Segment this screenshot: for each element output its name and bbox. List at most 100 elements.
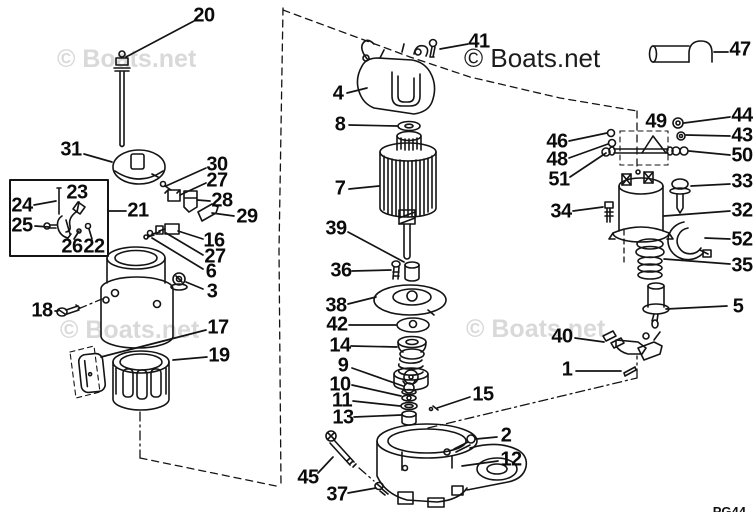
leader-line-3 (185, 281, 204, 290)
brush-kit-inset-box-21 (9, 179, 109, 257)
leader-line-10 (351, 384, 402, 397)
callout-12-33: 12 (500, 448, 522, 471)
solenoid-part-32 (608, 169, 674, 243)
leader-line-29 (211, 212, 235, 217)
plunger-cap-part-33 (669, 178, 691, 214)
callout-37-35: 37 (326, 483, 348, 506)
leader-line-39 (347, 231, 405, 263)
callout-38-24: 38 (325, 294, 347, 317)
leader-line-41 (439, 43, 469, 50)
disc-part-38 (373, 284, 447, 316)
callout-19-18: 19 (208, 344, 230, 367)
screw-part-37 (374, 481, 389, 496)
callout-33-45: 33 (731, 170, 753, 193)
callout-4-19: 4 (332, 82, 344, 105)
callout-27-9: 27 (206, 169, 228, 192)
nut-part-3 (170, 272, 188, 291)
leader-lines (33, 20, 731, 494)
callout-41-36: 41 (468, 30, 490, 53)
leader-line-31 (83, 153, 113, 163)
callout-22-6: 22 (83, 235, 105, 258)
motor-housing-drawing (100, 246, 174, 349)
callout-16-12: 16 (203, 229, 225, 252)
leader-line-34 (572, 206, 604, 212)
callout-6-14: 6 (205, 260, 217, 283)
callout-26-5: 26 (61, 235, 83, 258)
leader-line-22 (88, 228, 93, 240)
callout-36-23: 36 (330, 259, 352, 282)
callout-35-49: 35 (731, 254, 753, 277)
callout-50-40: 50 (731, 144, 753, 167)
callout-30-8: 30 (206, 153, 228, 176)
leader-line-8 (348, 124, 398, 127)
pad-part-17 (77, 352, 107, 394)
leader-line-43 (685, 134, 731, 137)
leader-line-5 (665, 305, 728, 310)
callout-32-47: 32 (731, 199, 753, 222)
leader-line-24 (33, 200, 57, 206)
callout-51-44: 51 (548, 168, 570, 191)
stud-part-20 (113, 50, 131, 148)
pinion-parts-9-10-11-13 (400, 380, 418, 426)
spring-rings-part-35 (635, 238, 665, 280)
construction-lines (69, 7, 669, 488)
washer-part-8 (397, 120, 421, 132)
leader-line-51 (569, 152, 607, 178)
leader-line-28 (196, 199, 211, 202)
screw-part-36 (391, 260, 401, 280)
callout-45-34: 45 (297, 466, 319, 489)
leader-line-6 (151, 237, 204, 270)
spacer-part-39 (404, 261, 420, 282)
spring-and-bearing-stack (393, 357, 429, 391)
armature-part-7 (379, 130, 437, 260)
leader-line-37 (347, 487, 377, 494)
callout-5-50: 5 (732, 295, 744, 318)
watermark-2: © Boats.net (464, 43, 601, 73)
callout-2-32: 2 (500, 424, 512, 447)
leader-line-20 (125, 20, 195, 58)
leader-line-2 (475, 436, 498, 440)
callout-7-21: 7 (334, 177, 346, 200)
callout-27-13: 27 (204, 245, 226, 268)
callout-29-11: 29 (236, 205, 258, 228)
leader-line-35 (663, 258, 731, 265)
callout-46-42: 46 (546, 130, 568, 153)
leader-line-27 (165, 232, 204, 256)
leader-line-4 (346, 87, 368, 94)
leader-line-16 (177, 230, 204, 240)
leader-line-15 (436, 396, 471, 409)
leader-line-19 (172, 356, 208, 361)
callout-44-38: 44 (731, 104, 753, 127)
bolt-part-34 (604, 201, 614, 223)
spool-part-14 (397, 335, 427, 360)
bracket-housing-part-12 (376, 423, 528, 508)
screw-part-18 (56, 304, 81, 317)
leader-line-26 (73, 230, 80, 240)
callout-49-41: 49 (645, 110, 667, 133)
callout-15-31: 15 (472, 383, 494, 406)
callout-39-22: 39 (325, 217, 347, 240)
leader-line-32 (663, 210, 731, 217)
callout-1-52: 1 (561, 358, 573, 381)
leader-line-13 (353, 414, 402, 418)
callout-18-16: 18 (31, 299, 53, 322)
leader-line-45 (317, 456, 334, 474)
pin-part-1 (623, 366, 637, 377)
thrust-plate-part-31 (112, 149, 166, 185)
end-cap-part-4 (356, 39, 436, 115)
leader-line-9 (351, 367, 404, 387)
tick-mark-part-15 (428, 405, 439, 412)
bolt-part-45 (325, 430, 357, 468)
cage-part-19 (112, 350, 170, 411)
plunger-part-5 (642, 282, 670, 329)
leader-line-40 (574, 337, 605, 343)
leader-line-50 (688, 150, 731, 156)
callout-52-48: 52 (731, 228, 753, 251)
watermark-4: © Boats.net (466, 315, 606, 343)
leader-line-30 (165, 167, 207, 187)
callout-25-4: 25 (11, 214, 33, 237)
terminal-boot-part-47 (648, 40, 713, 63)
leader-line-14 (350, 345, 398, 348)
